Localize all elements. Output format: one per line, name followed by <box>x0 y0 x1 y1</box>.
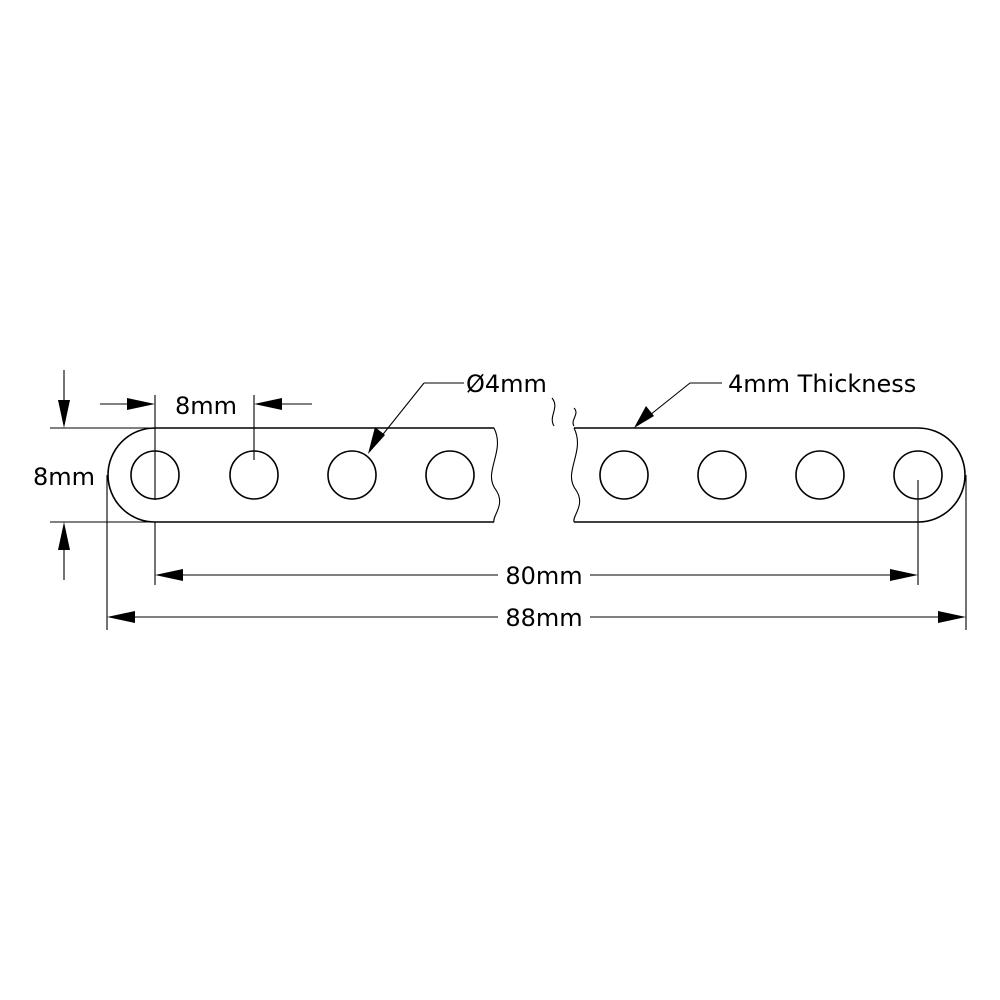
leader-arrow <box>368 427 385 454</box>
hole <box>599 450 649 500</box>
leader-line <box>649 382 691 416</box>
dimension-arrow <box>127 398 155 410</box>
height-label: 8mm <box>33 463 95 491</box>
dimension-arrow <box>155 569 183 581</box>
center-span-label: 80mm <box>505 562 582 590</box>
hole <box>795 450 845 500</box>
dimension-arrow <box>254 398 282 410</box>
dimension-arrow <box>58 522 70 550</box>
break-mark-right <box>572 407 577 427</box>
dimension-arrow <box>938 611 966 623</box>
dimension-arrow <box>890 569 918 581</box>
break-line-left <box>490 427 501 523</box>
thickness-label: 4mm Thickness <box>728 370 916 398</box>
leader-line <box>379 382 425 439</box>
dimension-arrow <box>58 400 70 428</box>
overall-length-label: 88mm <box>505 604 582 632</box>
hole-diameter-label: Ø4mm <box>466 370 547 398</box>
leader-arrow <box>634 406 654 428</box>
dimension-arrow <box>107 611 135 623</box>
hole-spacing-label: 8mm <box>175 392 237 420</box>
bar-right-section <box>574 427 966 523</box>
hole <box>697 450 747 500</box>
break-line-right <box>570 427 581 523</box>
bar-left-section <box>107 427 494 523</box>
break-mark-left <box>551 397 556 427</box>
hole <box>425 450 475 500</box>
hole <box>327 450 377 500</box>
